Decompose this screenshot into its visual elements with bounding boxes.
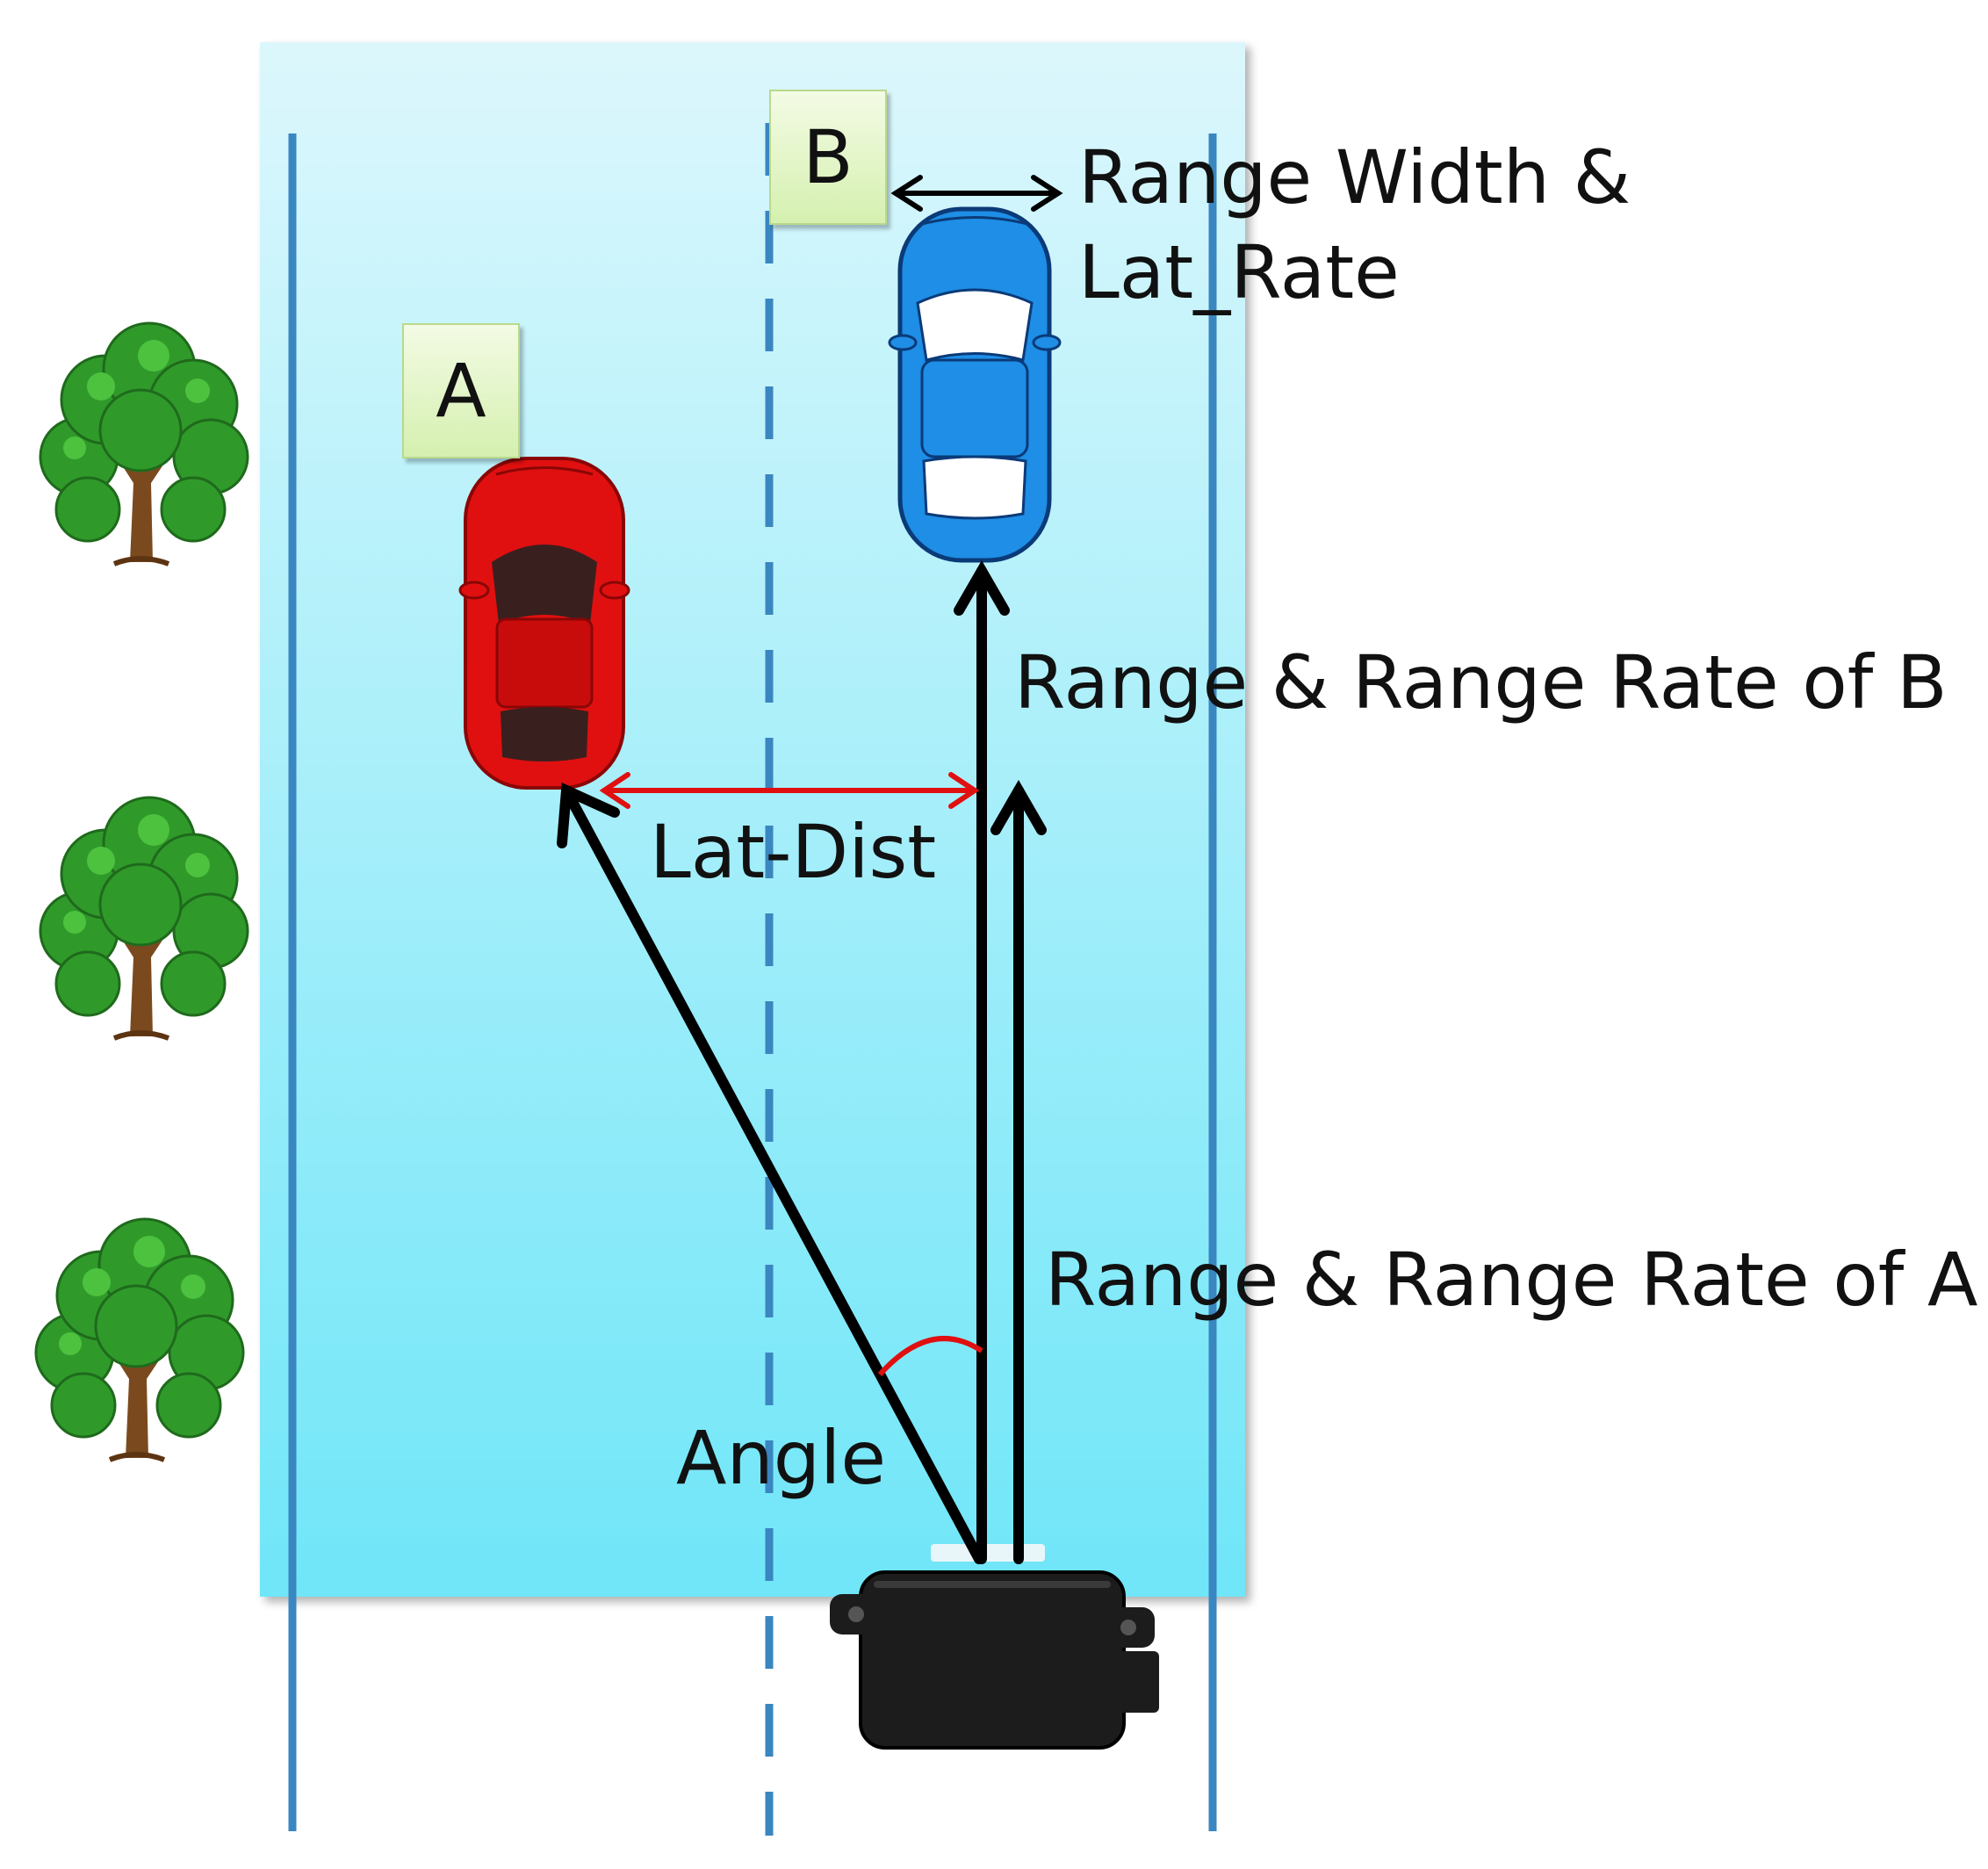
car-b-icon: [888, 206, 1062, 563]
range-b-label: Range & Range Rate of B: [1014, 639, 1948, 725]
range-rate-arrow-a: [990, 780, 1047, 1564]
arrow-to-car-a: [557, 783, 984, 1564]
lat-dist-arrow: [599, 772, 980, 809]
road-surface: [260, 42, 1245, 1597]
range-width-arrow: [890, 175, 1063, 212]
angle-arc: [877, 1336, 983, 1376]
radar-sensor-icon: [830, 1544, 1159, 1750]
tree-icon: [40, 323, 248, 564]
lat-dist-label: Lat-Dist: [650, 809, 937, 895]
angle-label: Angle: [676, 1415, 887, 1501]
range-width-label-line1: Range Width &: [1078, 134, 1631, 220]
range-a-label: Range & Range Rate of A: [1045, 1237, 1978, 1323]
car-a-label-box: A: [402, 323, 520, 458]
tree-icon: [36, 1219, 243, 1460]
tree-icon: [40, 797, 248, 1038]
arrow-to-car-b: [954, 560, 1010, 1564]
range-width-label-line2: Lat_Rate: [1078, 229, 1400, 315]
car-b-label-box: B: [769, 90, 887, 225]
car-a-icon: [458, 457, 630, 790]
